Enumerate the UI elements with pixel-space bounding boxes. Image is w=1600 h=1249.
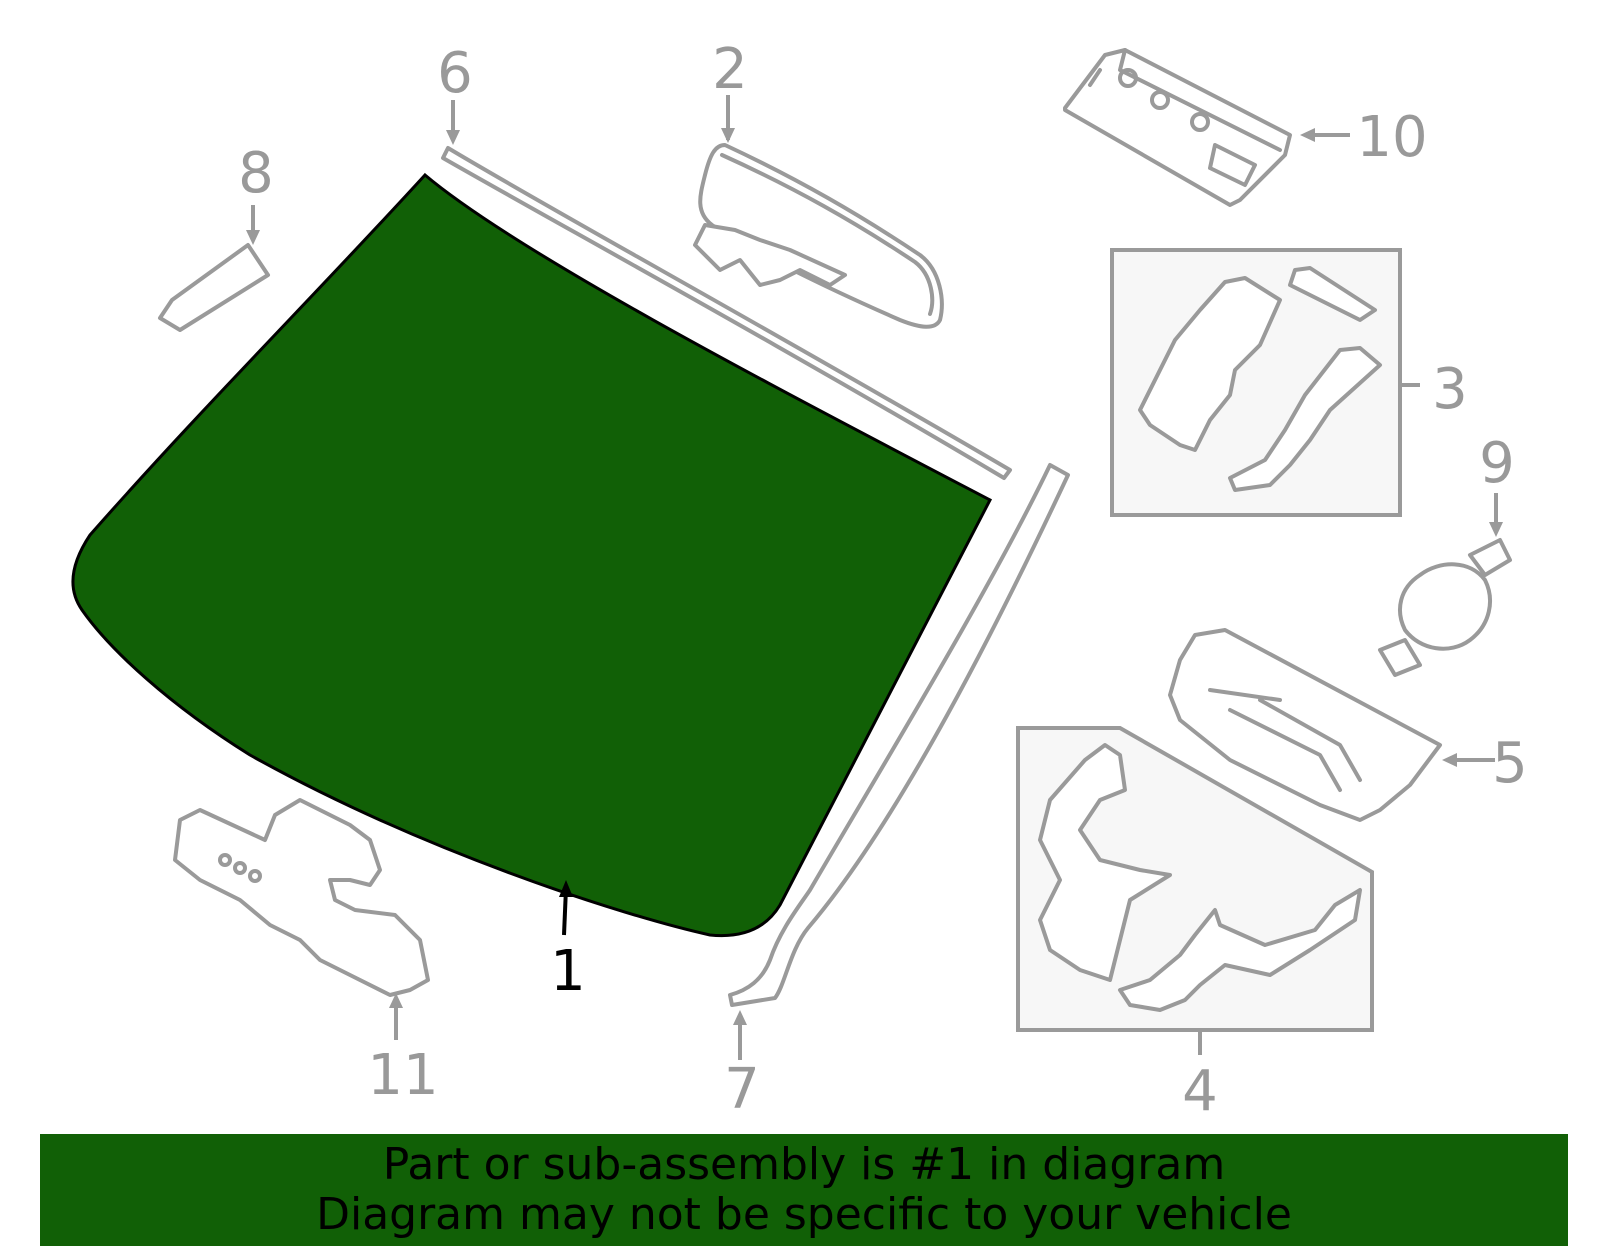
callout-9[interactable]: 9 [1479,431,1515,496]
pillar-molding[interactable] [728,463,1070,1007]
callout-2[interactable]: 2 [712,37,748,102]
callout-6[interactable]: 6 [437,41,473,106]
console-bracket-assembly[interactable] [1038,743,1362,1012]
leader-2-head [721,128,735,143]
leader-5-head [1442,753,1457,767]
rain-sensor[interactable] [1378,538,1512,677]
overhead-bezel[interactable] [1168,628,1442,822]
callout-3[interactable]: 3 [1432,357,1468,422]
callout-5[interactable]: 5 [1492,731,1528,796]
leader-9-head [1489,522,1503,537]
callout-1[interactable]: 1 [550,939,586,1004]
leader-6-head [446,130,460,145]
callout-10[interactable]: 10 [1356,105,1427,170]
windshield-glass[interactable] [71,172,993,938]
rearview-mirror[interactable] [693,143,944,329]
info-banner: Part or sub-assembly is #1 in diagram Di… [40,1134,1568,1246]
trim-block[interactable] [158,243,270,332]
parts-diagram: 1 2 3 4 5 6 7 8 9 10 11 [71,37,1528,1124]
mounting-bracket[interactable] [173,798,430,997]
banner-line-2: Diagram may not be specific to your vehi… [316,1189,1292,1240]
banner-line-1: Part or sub-assembly is #1 in diagram [382,1139,1226,1190]
callout-7[interactable]: 7 [724,1057,760,1122]
callout-11[interactable]: 11 [367,1043,438,1108]
trim-cover-assembly[interactable] [1138,266,1382,492]
leader-11-head [389,993,403,1008]
leader-8-head [246,230,260,245]
callout-4[interactable]: 4 [1182,1059,1218,1124]
callout-8[interactable]: 8 [238,141,274,206]
leader-7-head [733,1010,747,1025]
leader-1-head [559,880,573,897]
leader-10-head [1300,128,1315,142]
overhead-console[interactable] [1063,48,1292,207]
roof-molding[interactable] [441,146,1012,480]
